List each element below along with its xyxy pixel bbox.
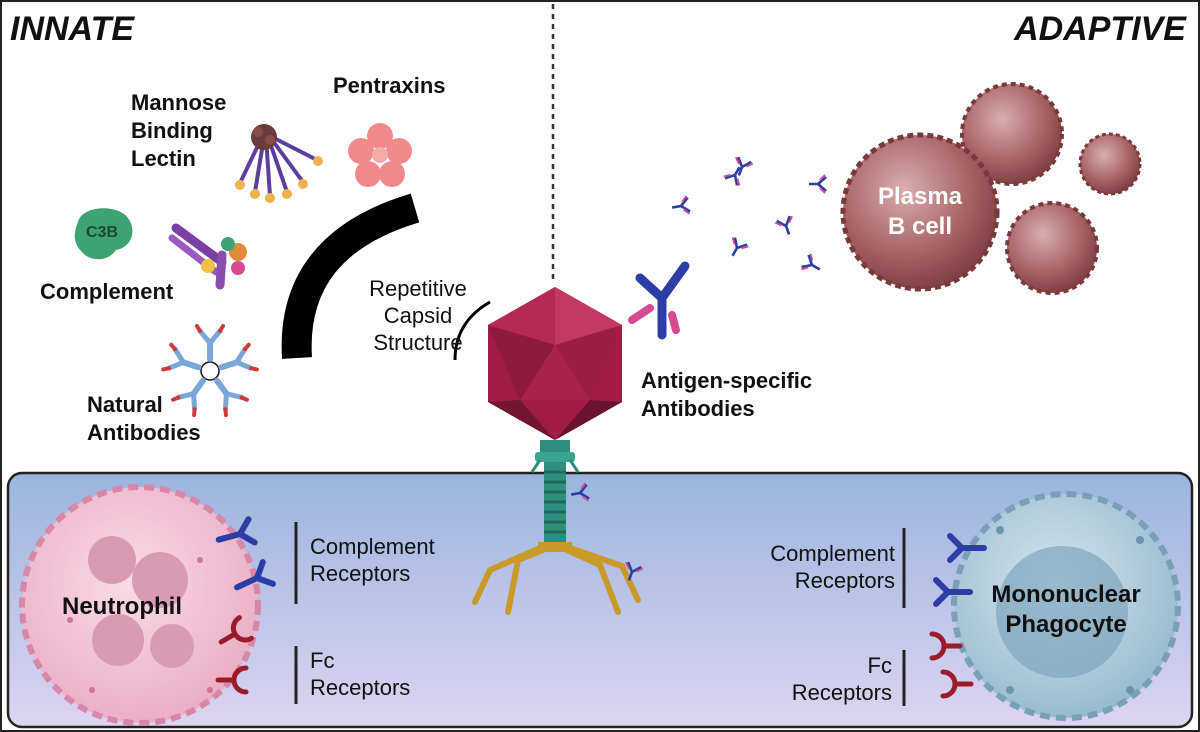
left-fc-receptors-label: Fc Receptors — [310, 648, 411, 700]
plasma-cell-medium-icon — [960, 82, 1064, 186]
natural-antibodies-label: Natural Antibodies — [87, 392, 201, 445]
adaptive-heading: ADAPTIVE — [1014, 10, 1186, 48]
innate-binding-arc — [281, 193, 420, 359]
repetitive-capsid-structure-label: Repetitive Capsid Structure — [369, 276, 467, 355]
free-antibodies — [669, 155, 828, 279]
phage-tail-fibers-icon — [472, 545, 641, 615]
phage-capsid-icon — [488, 287, 622, 440]
mononuclear-phagocyte-cell-icon — [951, 491, 1181, 721]
mononuclear-phagocyte-label: Mononuclear Phagocyte — [991, 581, 1141, 638]
capsid-bracket-arc — [453, 300, 491, 361]
antigen-specific-antibodies-label: Antigen-specific Antibodies — [641, 368, 813, 421]
pentraxins-label: Pentraxins — [333, 73, 446, 98]
plasma-b-cell-label: Plasma B cell — [877, 183, 963, 240]
neutrophil-cell-icon — [19, 484, 261, 726]
complement-label: Complement — [40, 279, 174, 304]
phage-tail-icon — [530, 440, 580, 552]
plasma-cell-lower-icon — [1005, 201, 1099, 295]
plasma-b-cell-main-icon — [840, 132, 1000, 292]
c3b-label: C3B — [86, 224, 119, 241]
mannose-binding-lectin-label: Mannose Binding Lectin — [131, 90, 227, 171]
pentraxin-icon — [348, 123, 412, 187]
left-complement-receptors-label: Complement Receptors — [310, 534, 435, 586]
antigen-specific-antibody-icon — [628, 261, 690, 340]
plasma-cell-small-icon — [1078, 132, 1142, 196]
c3b-icon — [74, 208, 133, 260]
neutrophil-label: Neutrophil — [62, 593, 182, 620]
mannose-binding-lectin-icon — [235, 124, 323, 203]
complement-complex-icon — [168, 223, 247, 290]
right-complement-receptors-label: Complement Receptors — [770, 541, 895, 593]
right-fc-receptors-label: Fc Receptors — [791, 653, 892, 705]
cell-panel — [6, 471, 1194, 729]
natural-antibodies-icon — [161, 324, 259, 418]
innate-heading: INNATE — [10, 10, 135, 48]
